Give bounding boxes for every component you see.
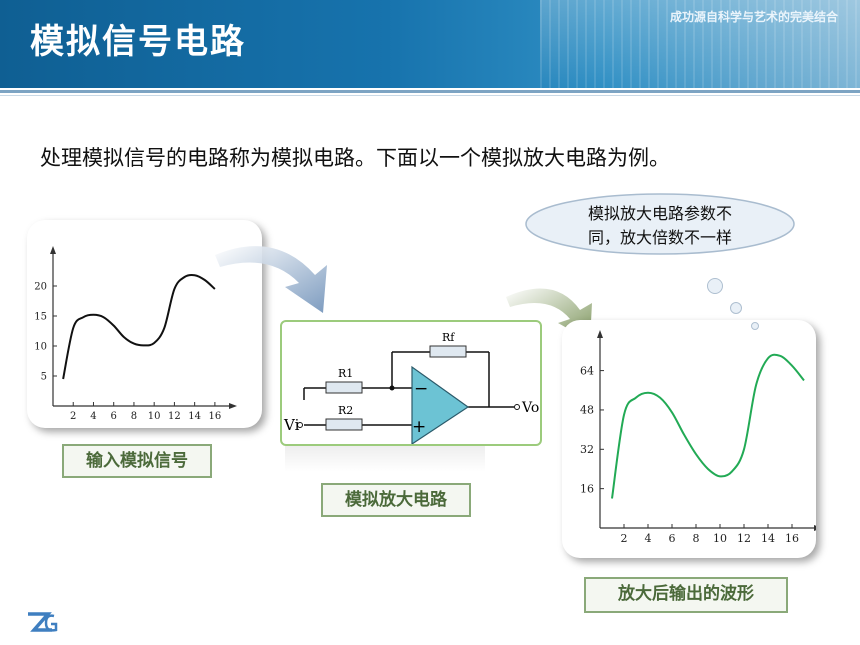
x-tick-label: 4 [90,411,96,422]
input-signal-chart: 2 4 6 8 10 12 14 16 5 10 15 20 [34,246,237,422]
series-line [62,273,216,380]
circuit-reflection [285,446,485,472]
header-slogan: 成功源自科学与艺术的完美结合 [669,10,838,24]
arrow-to-circuit [215,246,327,313]
circuit-panel: Rf R1 R2 Vi Vo − + [280,320,542,446]
y-tick-label: 5 [41,371,47,382]
x-tick-label: 10 [713,532,727,545]
y-tick-label: 15 [34,311,47,322]
minus-sign: − [414,379,428,399]
vi-label: Vi [283,416,300,434]
header-bar: 模拟信号电路 成功源自科学与艺术的完美结合 [0,0,860,88]
series-line [611,353,805,499]
y-tick-label: 48 [580,404,594,417]
x-tick-label: 4 [645,532,652,545]
y-tick-label: 32 [580,443,594,456]
intro-text: 处理模拟信号的电路称为模拟电路。下面以一个模拟放大电路为例。 [40,146,670,170]
y-axis-arrow [597,330,603,338]
x-tick-label: 2 [621,532,628,545]
x-tick-label: 12 [168,411,181,422]
thought-bubble-small [751,322,759,330]
cloud-text-line2: 同，放大倍数不一样 [587,228,732,247]
x-tick-label: 16 [785,532,799,545]
output-signal-chart: 2 4 6 8 10 12 14 16 16 32 48 64 [580,330,822,545]
vo-label: Vo [521,400,539,416]
x-tick-label: 10 [148,411,161,422]
rf-label: Rf [442,331,455,344]
plus-sign: + [412,417,426,437]
thought-bubble-medium [730,302,742,314]
x-tick-label: 2 [70,411,76,422]
output-chart-panel: 2 4 6 8 10 12 14 16 16 32 48 64 [562,320,822,558]
page-title: 模拟信号电路 [30,22,246,62]
x-tick-label: 6 [111,411,117,422]
cloud-text-line1: 模拟放大电路参数不 [587,204,732,223]
input-signal-label: 输入模拟信号 [62,444,212,478]
x-tick-label: 8 [131,411,137,422]
x-tick-label: 12 [737,532,751,545]
header-divider [0,90,860,93]
x-tick-label: 16 [209,411,222,422]
company-logo [28,612,58,632]
x-tick-label: 14 [188,411,201,422]
y-tick-label: 10 [34,341,47,352]
amplifier-circuit-diagram: Rf R1 R2 Vi Vo − + [283,331,539,444]
x-tick-label: 14 [761,532,775,545]
r1-label: R1 [338,367,353,380]
cloud-text: 模拟放大电路参数不 同，放大倍数不一样 [556,202,764,250]
output-waveform-label: 放大后输出的波形 [584,577,788,613]
y-axis-arrow [50,246,56,254]
circuit-label: 模拟放大电路 [321,483,471,517]
x-tick-label: 6 [669,532,676,545]
r2-label: R2 [338,404,353,417]
thought-cloud [525,193,795,255]
y-tick-label: 20 [34,281,47,292]
y-tick-label: 16 [580,482,594,495]
x-axis-arrow [814,525,822,531]
x-axis-arrow [229,403,237,409]
thought-bubble-large [707,278,723,294]
x-tick-label: 8 [693,532,700,545]
y-tick-label: 64 [580,364,594,377]
header-divider-thin [0,95,860,96]
header-decoration [540,0,860,88]
